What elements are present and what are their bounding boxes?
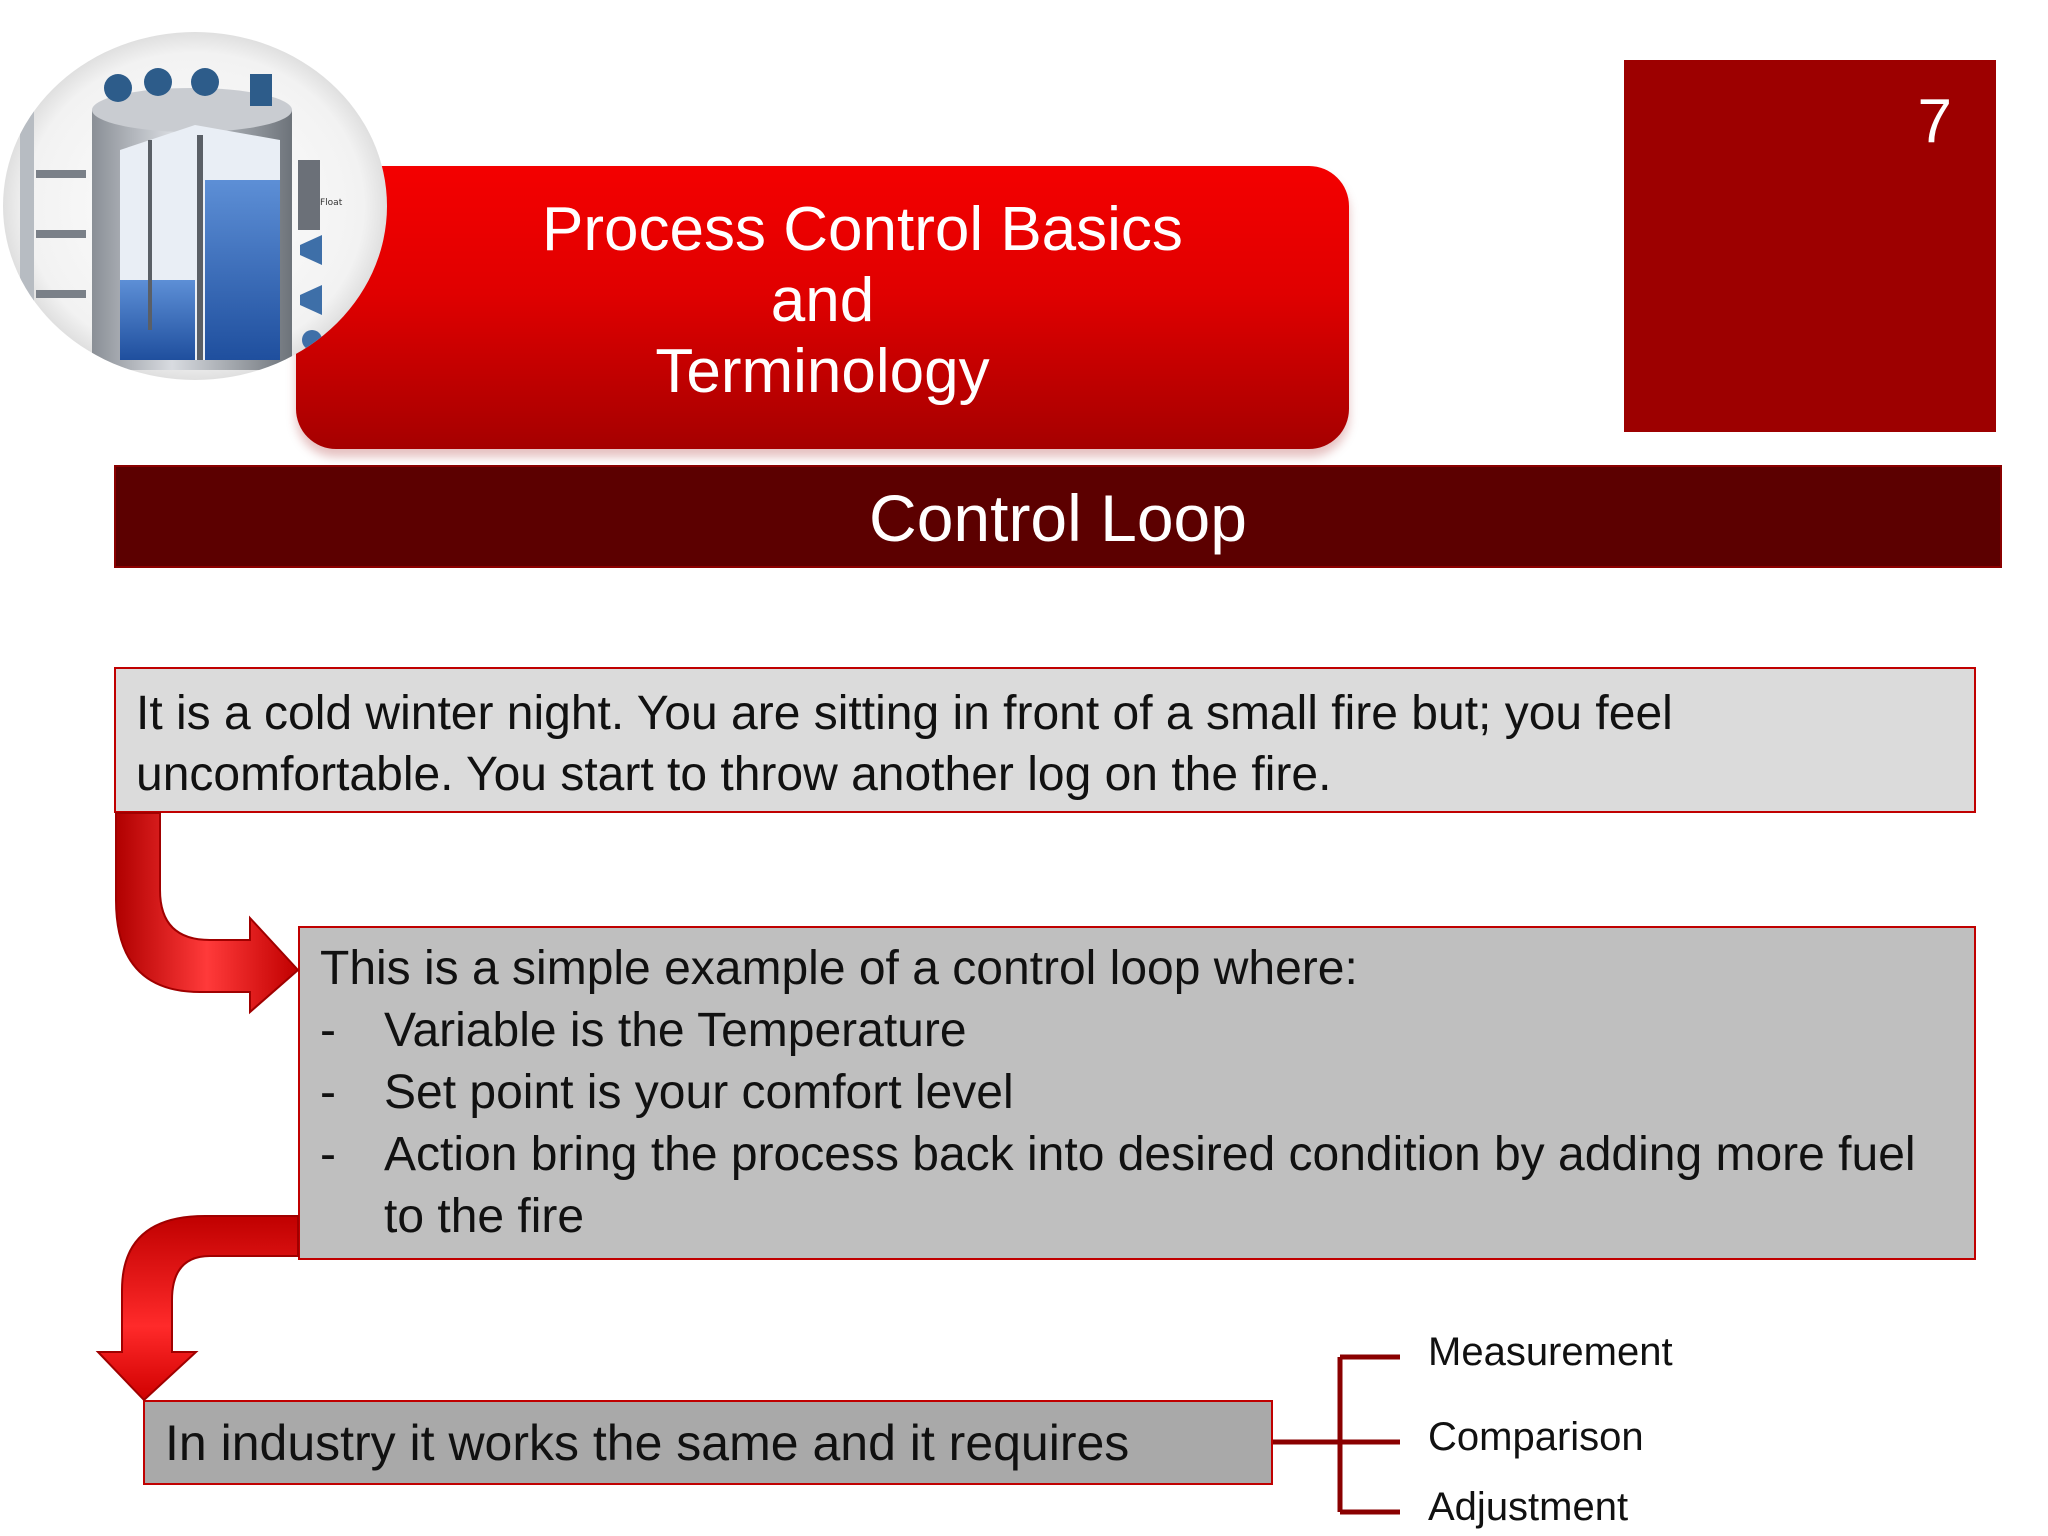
example-intro: This is a simple example of a control lo…	[320, 942, 1358, 995]
list-item: - Action bring the process back into des…	[320, 1124, 1954, 1248]
page-number-box: 7	[1624, 60, 1996, 432]
title-banner: Process Control Basics and Terminology	[296, 166, 1349, 449]
list-item-text: Action bring the process back into desir…	[384, 1128, 1916, 1243]
slide-title: Process Control Basics and Terminology	[296, 194, 1349, 407]
page-number: 7	[1917, 87, 1952, 156]
industry-box: In industry it works the same and it req…	[143, 1400, 1273, 1485]
title-line-1: Process Control Basics	[542, 195, 1183, 264]
title-line-3: Terminology	[655, 337, 990, 406]
example-list: -Variable is the Temperature -Set point …	[320, 1000, 1954, 1248]
requirement-adjustment: Adjustment	[1428, 1485, 1629, 1529]
curved-arrow-right-icon	[115, 812, 300, 1015]
section-title: Control Loop	[114, 465, 2002, 568]
requirement-measurement: Measurement	[1428, 1330, 1673, 1374]
list-item-text: Variable is the Temperature	[384, 1004, 967, 1057]
svg-text:Float: Float	[320, 198, 343, 208]
scenario-box: It is a cold winter night. You are sitti…	[114, 667, 1976, 813]
bullet-dash: -	[320, 1128, 336, 1181]
industry-text: In industry it works the same and it req…	[165, 1415, 1130, 1471]
list-item: -Variable is the Temperature	[320, 1000, 1954, 1062]
list-item: -Set point is your comfort level	[320, 1062, 1954, 1124]
requirement-comparison: Comparison	[1428, 1415, 1644, 1459]
scenario-text: It is a cold winter night. You are sitti…	[136, 687, 1673, 801]
list-item-text: Set point is your comfort level	[384, 1066, 1014, 1119]
bullet-dash: -	[320, 1066, 336, 1119]
title-line-2: and	[770, 266, 875, 335]
example-box: This is a simple example of a control lo…	[298, 926, 1976, 1260]
curved-arrow-down-icon	[95, 1215, 299, 1402]
bullet-dash: -	[320, 1004, 336, 1057]
bracket-connector-icon	[1273, 1354, 1400, 1515]
process-tank-icon: Float	[3, 32, 387, 380]
